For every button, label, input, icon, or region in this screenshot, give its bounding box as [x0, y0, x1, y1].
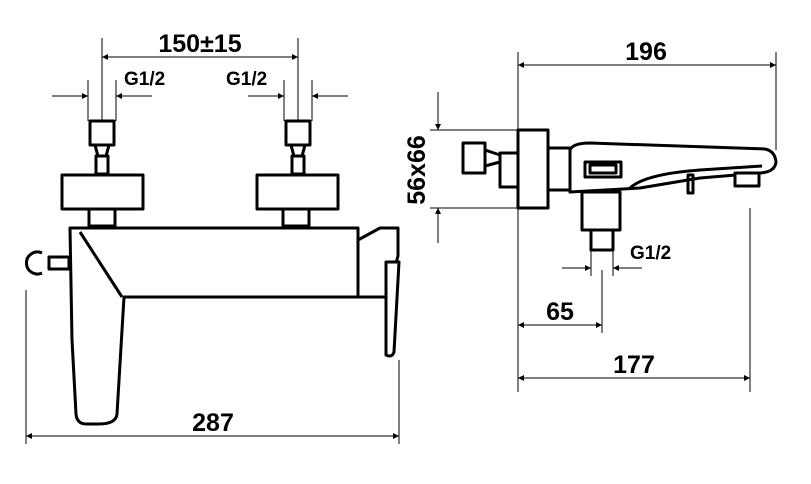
side-inlet — [461, 141, 520, 189]
dim-depth-total — [517, 52, 777, 150]
side-mixer-body — [568, 141, 778, 194]
mixer-body — [68, 226, 360, 426]
dim-total-width — [25, 290, 400, 444]
spout-aerator — [733, 171, 761, 188]
label-spout-length: 177 — [613, 351, 655, 379]
dim-spout-length — [518, 208, 751, 392]
front-view: 150±15 G1/2 G1/2 287 — [24, 30, 401, 444]
dim-outlet-thread — [562, 250, 642, 276]
label-outlet-offset: 65 — [546, 298, 574, 326]
lever-handle — [356, 226, 401, 358]
label-flange: 56x66 — [403, 135, 431, 205]
side-view: 56x66 196 G1/2 65 177 — [403, 38, 778, 392]
label-spacing: 150±15 — [158, 30, 241, 58]
dim-spacing — [101, 38, 299, 121]
label-depth-total: 196 — [625, 38, 667, 66]
label-outlet-thread: G1/2 — [630, 243, 671, 264]
label-total-width: 287 — [192, 409, 234, 437]
side-outlet — [580, 190, 622, 232]
label-inlet-right: G1/2 — [226, 69, 267, 90]
wall-flange — [516, 128, 550, 210]
left-inlet — [60, 119, 145, 228]
dim-flange — [430, 92, 518, 243]
dim-inlet-right — [248, 80, 348, 121]
right-inlet — [255, 119, 340, 228]
dim-outlet-offset — [517, 208, 603, 392]
diverter-button — [583, 160, 623, 179]
dim-inlet-left — [52, 80, 152, 121]
label-inlet-left: G1/2 — [124, 69, 165, 90]
hook — [24, 250, 71, 276]
